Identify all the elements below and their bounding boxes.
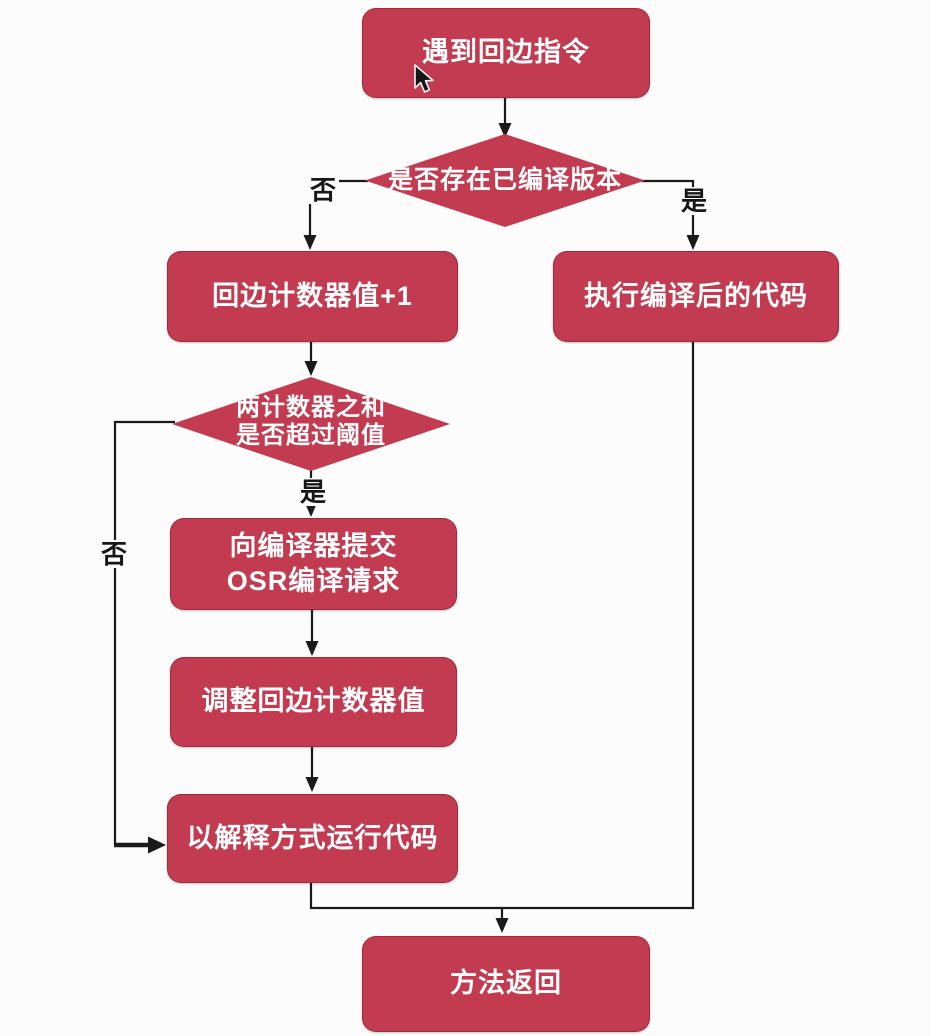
- node-method-return: 方法返回: [362, 936, 650, 1032]
- mouse-cursor-icon: [412, 64, 438, 101]
- edge-label-threshold-no: 否: [97, 540, 131, 568]
- arrowheads: [148, 123, 700, 933]
- edge-label-has-compiled-no: 否: [306, 176, 340, 204]
- node-execute-compiled-code: 执行编译后的代码: [553, 251, 839, 342]
- edge-label-has-compiled-yes: 是: [677, 187, 711, 215]
- node-increment-back-edge-counter: 回边计数器值+1: [167, 251, 458, 342]
- node-submit-osr-request: 向编译器提交 OSR编译请求: [170, 518, 457, 610]
- decision-has-compiled-version-label: 是否存在已编译版本: [387, 166, 622, 194]
- decision-counters-exceed-threshold-label: 两计数器之和 是否超过阈值: [236, 394, 386, 450]
- node-adjust-back-edge-counter: 调整回边计数器值: [170, 657, 457, 747]
- node-run-interpreted: 以解释方式运行代码: [167, 794, 458, 883]
- node-start: 遇到回边指令: [362, 8, 650, 98]
- edge-label-threshold-yes: 是: [296, 478, 330, 506]
